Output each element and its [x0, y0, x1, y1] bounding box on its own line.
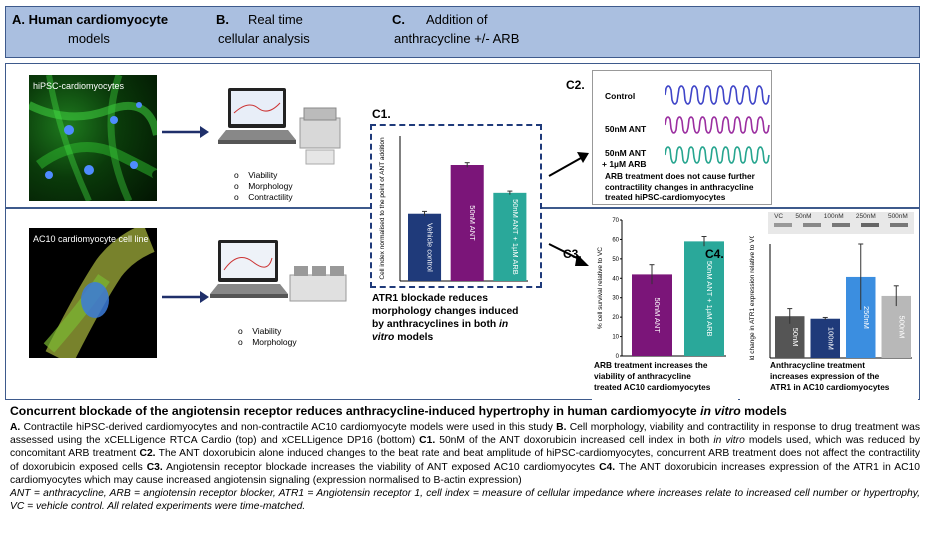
c1-caption-l2: morphology changes induced [372, 306, 519, 317]
c4-caption-l1: Anthracycline treatment [770, 360, 865, 370]
arrow-bottom [162, 291, 209, 303]
ac10-photo: AC10 cardiomyocyte cell line [29, 228, 157, 358]
c4-bar-label-0: 50nM [791, 328, 800, 347]
c3-bar-label-0: 50nM ANT [653, 297, 662, 333]
header-c: C. [392, 12, 405, 27]
c3-tick-60: 60 [612, 237, 619, 243]
c3-y-label: % cell survival relative to VC [597, 247, 604, 329]
c3-tick-30: 30 [612, 296, 619, 302]
c4-bar-1 [810, 318, 840, 358]
c4-caption-l3: ATR1 in AC10 cardiomyocytes [770, 382, 890, 392]
c2-row-ant: 50nM ANT [605, 124, 647, 134]
c4-caption-l2: increases expression of the [770, 371, 880, 381]
c3-caption-l1: ARB treatment increases the [594, 360, 708, 370]
header-a: A. Human cardiomyocyte [12, 12, 169, 27]
figure-title: Concurrent blockade of the angiotensin r… [10, 404, 787, 418]
c2-label: C2. [566, 78, 585, 92]
c4-bar-label-1: 100nM [826, 327, 835, 350]
c1-caption-l4: vitro models [372, 332, 434, 343]
c4-bar-label-3: 500nM [897, 315, 906, 338]
c3-label: C3. [563, 247, 582, 261]
header-b-2: cellular analysis [218, 31, 310, 46]
c4-label: C4. [705, 247, 724, 261]
ac10-photo-label: AC10 cardiomyocyte cell line [33, 234, 149, 244]
c2-caption: ARB treatment does not cause further con… [605, 171, 755, 203]
c3-bar-0 [632, 274, 672, 356]
c2-trace-1 [665, 116, 770, 134]
c1-label: C1. [372, 107, 391, 121]
arrow-top [162, 126, 209, 138]
figure-legend: A. Contractile hiPSC-derived cardiomyocy… [10, 422, 920, 513]
c1-caption-l3: by anthracyclines in both in [372, 319, 509, 330]
c2-trace-0 [665, 85, 770, 105]
top-bullets: o Viability o Morphology o Contractility [234, 170, 293, 203]
c2-beat-traces [665, 85, 770, 164]
c3-panel: % cell survival relative to VC 0 10 20 30 40 5… [592, 210, 738, 400]
c4-bar-3 [881, 295, 911, 358]
c3-tick-20: 20 [612, 315, 619, 321]
c4-caption: Anthracycline treatment increases expres… [770, 360, 918, 393]
c2-caption-l3: treated hiPSC-cardiomyocytes [605, 192, 726, 202]
bottom-bullet-viability: o Viability [238, 326, 282, 336]
c2-row-control: Control [605, 91, 636, 101]
c4-bar-label-2: 250nM [862, 306, 871, 329]
c3-caption-l2: viability of anthracycline [594, 371, 691, 381]
figure-abbreviations: ANT = anthracycline, ARB = angiotensin r… [10, 488, 920, 513]
c2-caption-l2: contractility changes in anthracycline [605, 181, 754, 192]
c1-chart: Cell index normalised to the point of AN… [379, 136, 528, 282]
c1-bar-2 [493, 192, 527, 281]
c2-trace-2 [665, 146, 770, 164]
c3-tick-10: 10 [612, 335, 619, 341]
hipsc-photo: hiPSC-cardiomyocytes [29, 75, 157, 201]
header-bar: A. Human cardiomyocyte models B. Real ti… [5, 6, 920, 58]
c3-bar-1 [684, 241, 724, 356]
header-c-2: anthracycline +/- ARB [394, 31, 520, 46]
c1-bar-0 [408, 213, 442, 281]
c1-y-label: Cell index normalised to the point of AN… [379, 137, 386, 280]
hipsc-cells-image [29, 75, 157, 201]
c3-tick-0: 0 [616, 354, 620, 358]
header-a-2: models [68, 31, 110, 46]
rtca-cardio-equipment [218, 88, 341, 165]
c1-chart-box: Cell index normalised to the point of AN… [370, 124, 542, 288]
top-bullet-contractility: o Contractility [234, 192, 293, 202]
c4-chart: Fold change in ATR1 expression relative … [749, 236, 912, 360]
c1-bar-label-1: 50nM ANT [468, 205, 477, 241]
c2-row-ant-arb: 50nM ANT [605, 148, 647, 158]
ac10-cells-image [43, 228, 155, 358]
c1-caption: ATR1 blockade reduces morphology changes… [372, 292, 540, 344]
c3-caption-l3: treated AC10 cardiomyocytes [594, 382, 711, 392]
header-b-rt: Real time [248, 12, 303, 27]
c2-caption-l1: ARB treatment does not cause further [605, 171, 755, 181]
c4-y-label: Fold change in ATR1 expression relative … [749, 236, 756, 360]
header-c-add: Addition of [426, 12, 488, 27]
header-b: B. [216, 12, 229, 27]
c3-tick-70: 70 [612, 218, 619, 224]
bottom-bullets: o Viability o Morphology [238, 326, 297, 348]
arrow-to-c3 [548, 243, 589, 266]
top-bullet-morphology: o Morphology [234, 181, 293, 191]
arrow-to-c2 [548, 152, 589, 177]
c2-row-ant-arb-2: + 1µM ARB [602, 159, 647, 169]
c3-caption: ARB treatment increases the viability of… [594, 360, 734, 393]
c3-chart: % cell survival relative to VC 0 10 20 30 40 5… [597, 218, 726, 360]
c2-panel: Control 50nM ANT 50nM ANT + 1µM ARB ARB … [592, 70, 772, 205]
c1-bar-label-0: Vehicle control [426, 223, 435, 272]
c3-tick-50: 50 [612, 257, 619, 263]
c3-bar-label-1: 50nM ANT + 1µM ARB [705, 261, 714, 337]
top-bullet-viability: o Viability [234, 170, 278, 180]
c1-bar-1 [450, 165, 484, 281]
hipsc-photo-label: hiPSC-cardiomyocytes [33, 81, 125, 91]
c1-bar-label-2: 50nM ANT + 1µM ARB [511, 199, 520, 275]
bottom-bullet-morphology: o Morphology [238, 337, 297, 347]
c1-caption-l1: ATR1 blockade reduces [372, 293, 488, 304]
rtca-dp-equipment [210, 240, 347, 302]
c3-tick-40: 40 [612, 276, 619, 282]
